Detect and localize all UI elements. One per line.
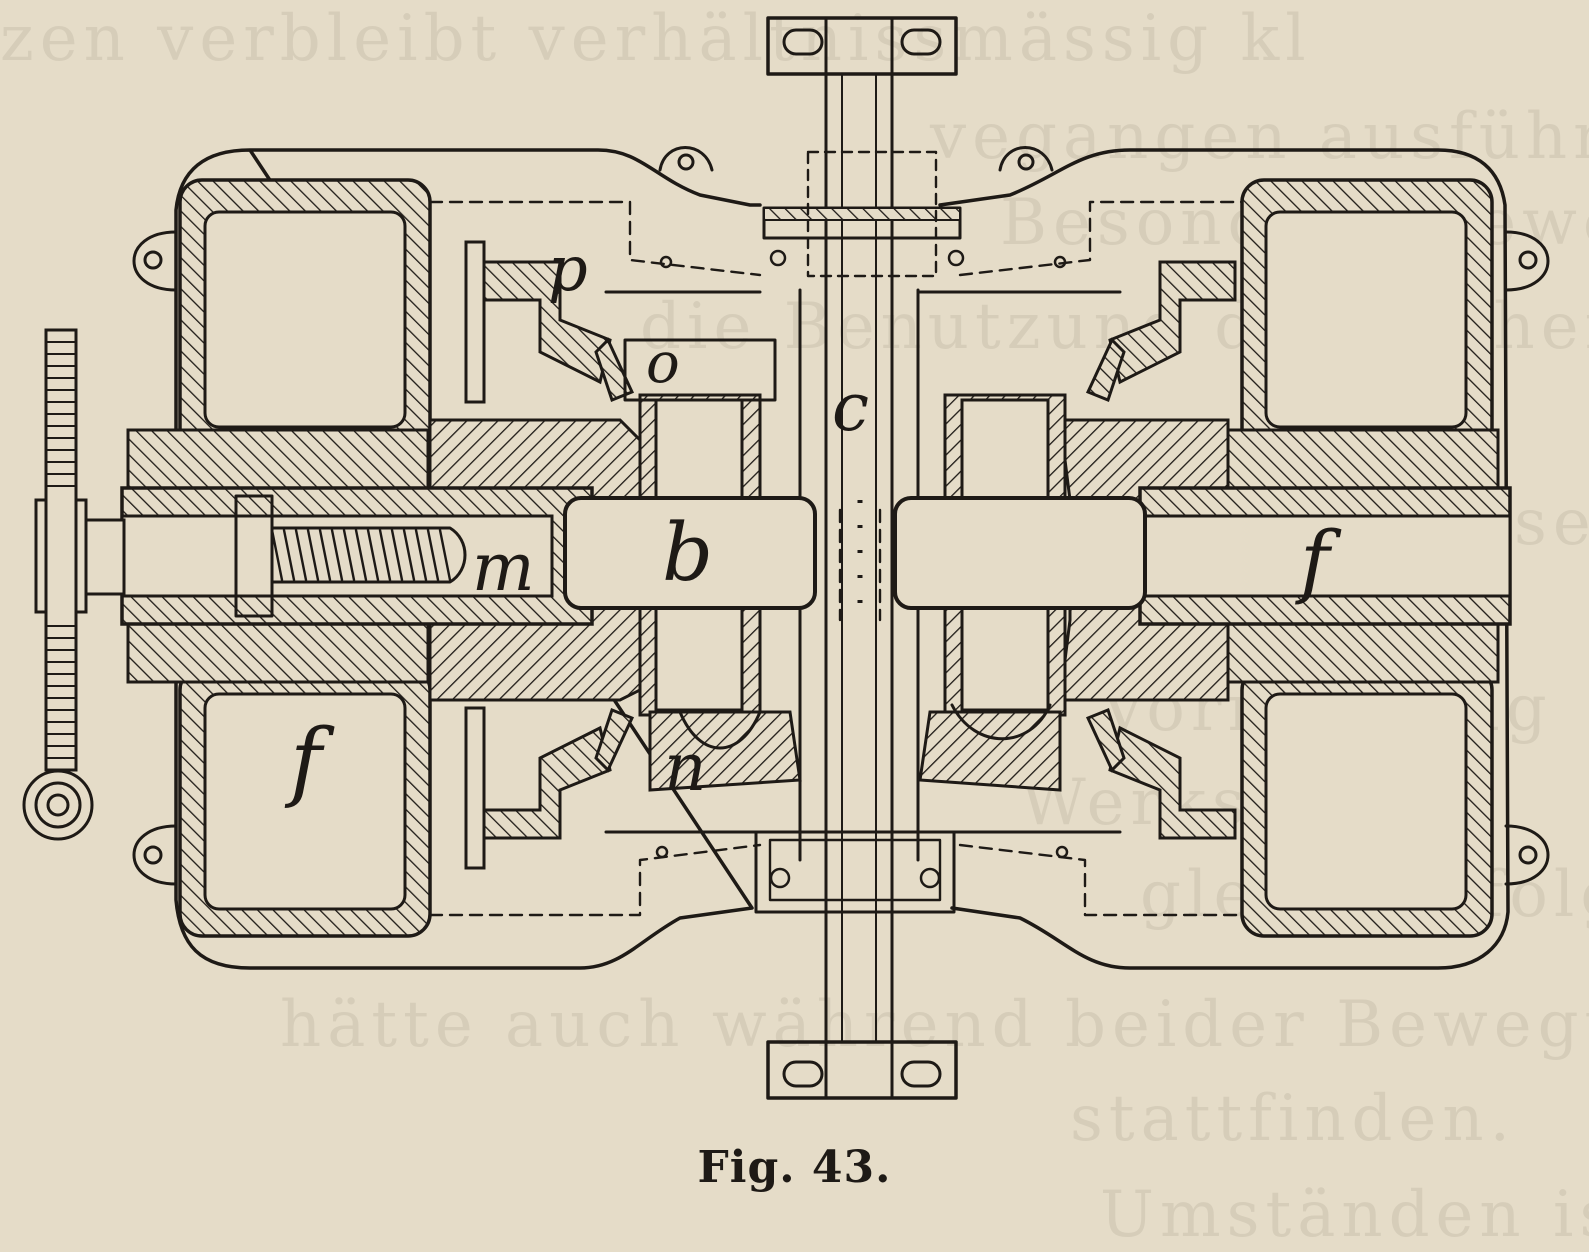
label-n: n — [664, 729, 707, 806]
vertical-shaft-c — [754, 16, 962, 1100]
left-shaft-assembly — [120, 418, 642, 702]
casing-ear — [1504, 824, 1550, 886]
label-b: b — [662, 506, 713, 599]
lever-right-bottom — [1085, 708, 1237, 840]
lever-left-bottom — [464, 706, 635, 870]
center-block-right — [893, 393, 1147, 717]
tapered-insert-n — [648, 703, 1062, 792]
center-block-b — [563, 393, 817, 717]
link-o — [623, 338, 777, 402]
background-text-line: zen verbleibt verhältnissmässig kl — [0, 2, 1312, 76]
casing-ear — [1504, 230, 1550, 292]
handwheel-gear — [22, 328, 126, 841]
background-text-line: stattfinden. — [1070, 1082, 1516, 1156]
chamber-top-left — [178, 178, 432, 454]
top-lug — [658, 146, 714, 172]
lever-right-top — [1085, 260, 1237, 402]
dashed-channel — [208, 843, 1472, 917]
right-shaft-assembly — [1058, 418, 1512, 702]
chamber-top-right — [1240, 178, 1494, 454]
label-c: c — [832, 369, 869, 446]
screw-thread-m — [270, 528, 452, 582]
chamber-bottom-right — [1240, 666, 1494, 938]
label-o: o — [646, 331, 680, 396]
lever-p — [464, 240, 635, 404]
background-text-line: hätte auch während beider Bewegungen — [280, 988, 1589, 1062]
casing-ear — [132, 230, 178, 292]
top-lug — [998, 146, 1054, 172]
chamber-bottom-left — [178, 666, 432, 938]
label-p: p — [548, 232, 588, 305]
casing-ear — [132, 824, 178, 886]
label-m: m — [472, 529, 535, 606]
figure-caption: Fig. 43. — [697, 1142, 892, 1193]
